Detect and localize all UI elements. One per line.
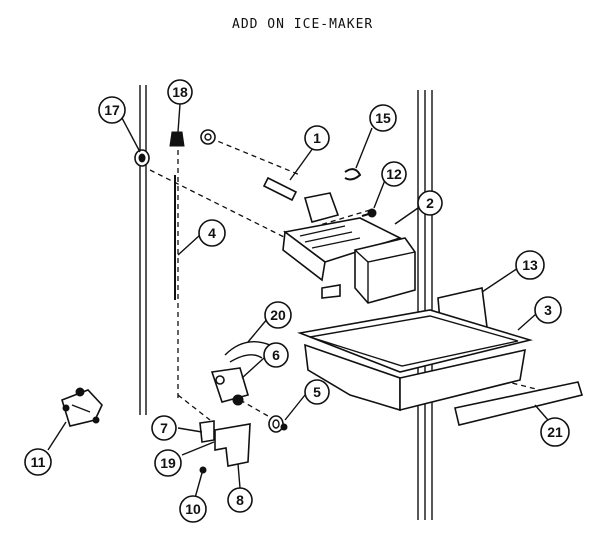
svg-text:4: 4 xyxy=(208,225,216,241)
svg-text:3: 3 xyxy=(544,302,552,318)
part-8-bracket xyxy=(214,423,251,467)
callout-20: 20 xyxy=(264,301,292,329)
callout-3: 3 xyxy=(534,296,562,324)
part-11-valve-assembly xyxy=(61,387,103,427)
svg-text:20: 20 xyxy=(270,307,286,323)
part-7-clamp xyxy=(199,420,215,443)
callout-1: 1 xyxy=(304,125,330,151)
part-18-fitting xyxy=(169,131,185,147)
svg-text:7: 7 xyxy=(160,420,168,436)
callout-11: 11 xyxy=(24,448,52,476)
cabinet-wall xyxy=(139,85,433,520)
svg-text:18: 18 xyxy=(172,84,188,100)
part-12-screw xyxy=(361,208,377,218)
callout-10: 10 xyxy=(179,495,207,523)
svg-text:6: 6 xyxy=(272,347,280,363)
svg-text:15: 15 xyxy=(375,110,391,126)
svg-text:21: 21 xyxy=(547,424,563,440)
callout-8: 8 xyxy=(227,487,253,513)
callout-5: 5 xyxy=(304,379,330,405)
callout-21: 21 xyxy=(540,417,570,447)
svg-text:17: 17 xyxy=(104,102,120,118)
callout-18: 18 xyxy=(167,79,193,105)
svg-text:13: 13 xyxy=(522,257,538,273)
callout-7: 7 xyxy=(151,415,177,441)
part-5-inlet-fitting xyxy=(268,415,288,433)
part-10-screw xyxy=(199,466,207,474)
callout-13: 13 xyxy=(515,250,545,280)
callout-4: 4 xyxy=(198,219,226,247)
part-17-grommet xyxy=(134,149,150,167)
callout-2: 2 xyxy=(417,190,443,216)
svg-text:12: 12 xyxy=(386,166,402,182)
callout-17: 17 xyxy=(98,96,126,124)
part-6-water-valve xyxy=(210,367,250,406)
diagram-title: ADD ON ICE-MAKER xyxy=(232,17,373,32)
svg-text:2: 2 xyxy=(426,195,434,211)
svg-text:19: 19 xyxy=(160,455,176,471)
callout-6: 6 xyxy=(263,342,289,368)
water-line-clamp xyxy=(200,129,216,145)
svg-text:8: 8 xyxy=(236,492,244,508)
part-15-clip xyxy=(344,168,362,181)
part-2-ice-maker-assembly xyxy=(282,192,416,304)
part-3-ice-bin xyxy=(297,309,534,412)
svg-text:5: 5 xyxy=(313,384,321,400)
callout-19: 19 xyxy=(154,449,182,477)
part-1-fill-tube xyxy=(262,176,298,202)
part-21-front-trim xyxy=(454,381,584,426)
svg-text:1: 1 xyxy=(313,130,321,146)
callout-12: 12 xyxy=(381,161,407,187)
svg-text:11: 11 xyxy=(31,454,46,470)
svg-text:10: 10 xyxy=(185,501,201,517)
callout-15: 15 xyxy=(369,104,397,132)
part-20-harness xyxy=(224,341,271,363)
leader-lines xyxy=(47,103,549,499)
